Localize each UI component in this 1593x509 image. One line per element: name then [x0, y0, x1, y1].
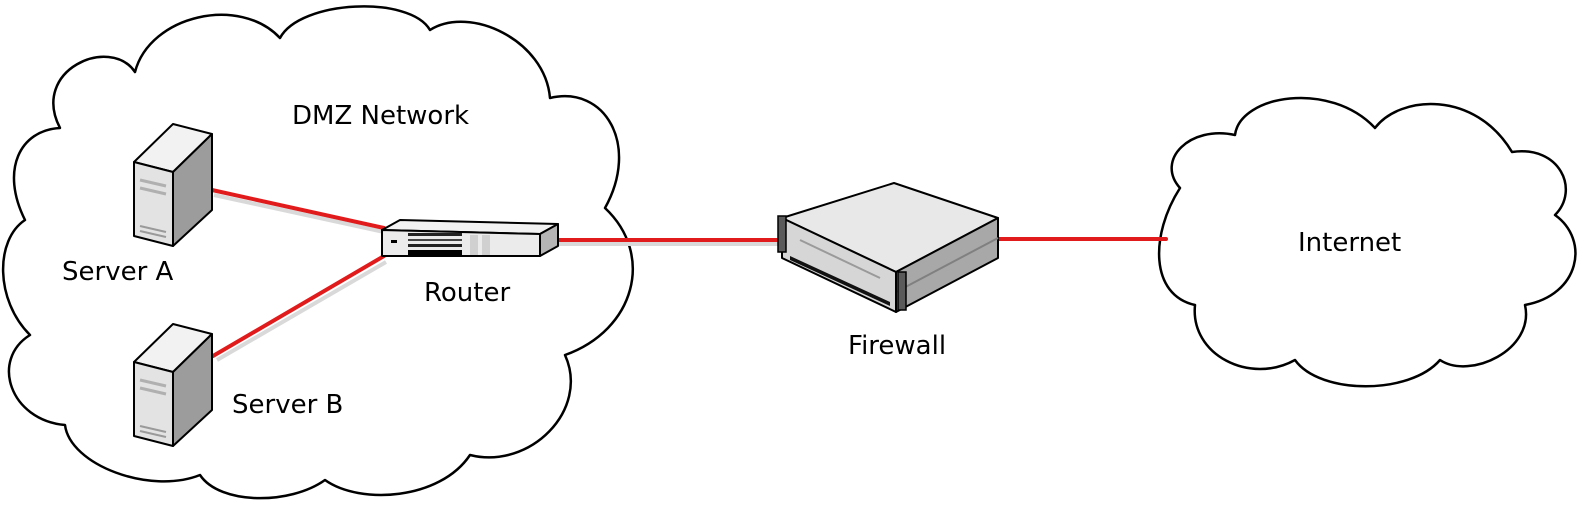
server-a-label: Server A: [62, 257, 174, 287]
server-b-icon: [133, 323, 213, 447]
router-icon: [381, 219, 559, 257]
internet-label: Internet: [1298, 228, 1401, 258]
internet-cloud: [1157, 96, 1577, 388]
link-server-b-router: [211, 254, 386, 358]
connection-lines: [210, 188, 1168, 362]
dmz-network-label: DMZ Network: [292, 101, 469, 131]
server-b-label: Server B: [232, 390, 343, 420]
server-a-icon: [133, 123, 213, 247]
link-server-a-router: [210, 188, 386, 230]
firewall-icon: [777, 182, 999, 313]
firewall-label: Firewall: [848, 331, 946, 361]
router-label: Router: [424, 278, 510, 308]
